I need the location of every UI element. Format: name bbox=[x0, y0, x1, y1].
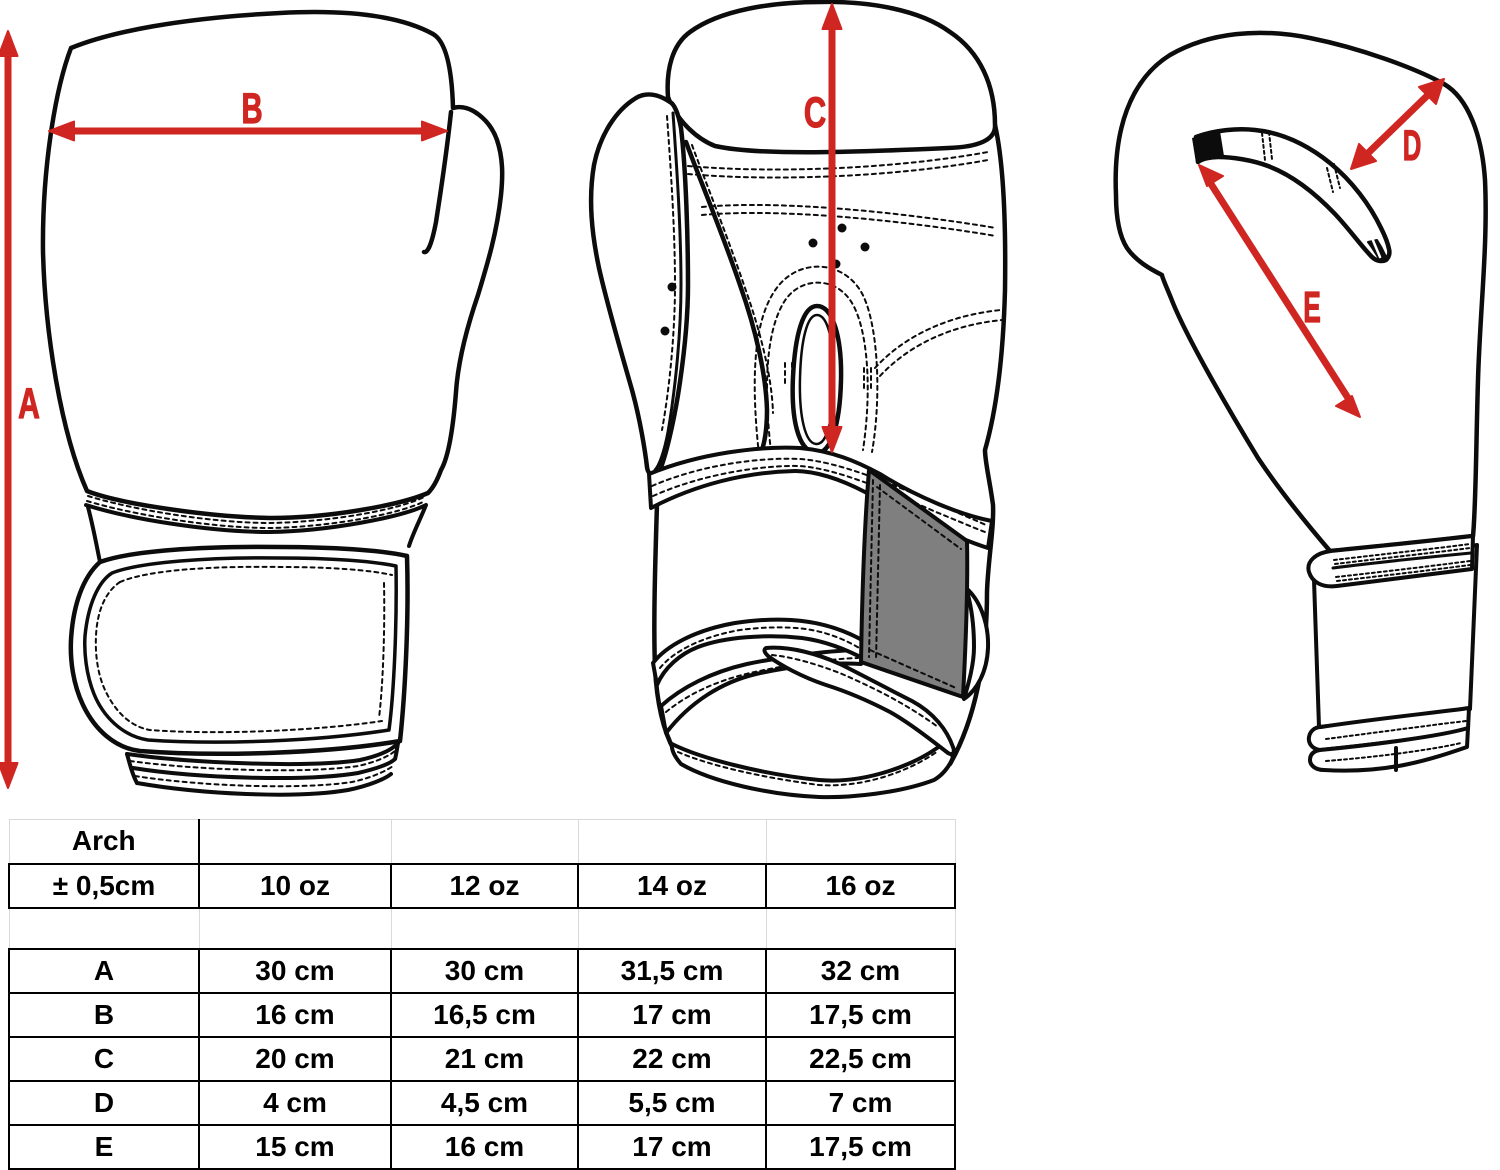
svg-text:A: A bbox=[18, 379, 40, 428]
svg-text:B: B bbox=[241, 84, 262, 132]
svg-text:E: E bbox=[1303, 282, 1321, 332]
svg-text:C: C bbox=[804, 88, 826, 136]
svg-text:D: D bbox=[1403, 121, 1422, 170]
